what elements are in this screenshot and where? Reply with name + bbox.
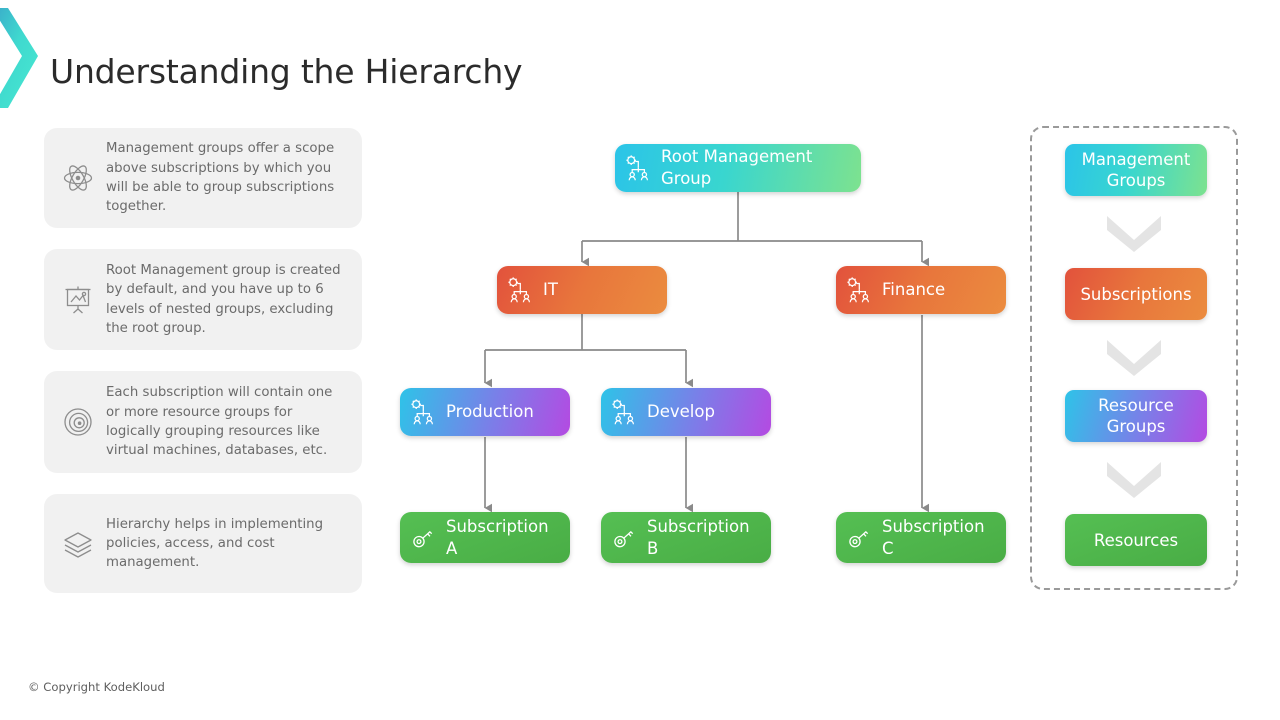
atom-icon — [54, 162, 102, 194]
page-title: Understanding the Hierarchy — [50, 52, 523, 91]
node-production[interactable]: Production — [400, 388, 570, 436]
presentation-board-icon — [54, 284, 102, 316]
info-card-text: Management groups offer a scope above su… — [106, 141, 335, 215]
info-card-text: Root Management group is created by defa… — [106, 262, 341, 336]
info-card: Root Management group is created by defa… — [44, 249, 362, 350]
target-rings-icon — [54, 406, 102, 438]
key-icon — [601, 524, 647, 552]
key-icon — [400, 524, 446, 552]
legend-item-subscriptions[interactable]: Subscriptions — [1065, 268, 1207, 320]
node-label: Subscription A — [446, 516, 549, 558]
chevron-down-icon — [1107, 216, 1161, 252]
legend-item-label: Subscriptions — [1080, 284, 1192, 304]
management-group-icon — [400, 397, 446, 427]
node-label: Subscription B — [647, 516, 750, 558]
legend-item-resource-groups[interactable]: Resource Groups — [1065, 390, 1207, 442]
info-card-text: Each subscription will contain one or mo… — [106, 385, 333, 459]
diagram-connectors — [484, 192, 929, 513]
node-root-management-group[interactable]: Root Management Group — [615, 144, 861, 192]
brand-logo-icon — [0, 8, 38, 108]
management-group-icon — [601, 397, 647, 427]
node-label: IT — [543, 280, 558, 299]
node-subscription-b[interactable]: Subscription B — [601, 512, 771, 563]
legend-item-label: Resource Groups — [1098, 396, 1174, 436]
chevron-down-icon — [1107, 340, 1161, 376]
node-finance[interactable]: Finance — [836, 266, 1006, 314]
info-card: Hierarchy helps in implementing policies… — [44, 494, 362, 593]
chevron-down-icon — [1107, 462, 1161, 498]
info-card-list: Management groups offer a scope above su… — [44, 128, 362, 614]
node-subscription-c[interactable]: Subscription C — [836, 512, 1006, 563]
node-label: Finance — [882, 280, 946, 299]
legend-item-label: Management Groups — [1081, 150, 1191, 190]
node-label: Develop — [647, 402, 715, 421]
legend-item-management-groups[interactable]: Management Groups — [1065, 144, 1207, 196]
legend-item-label: Resources — [1093, 530, 1179, 550]
node-subscription-a[interactable]: Subscription A — [400, 512, 570, 563]
management-group-icon — [836, 275, 882, 305]
info-card: Management groups offer a scope above su… — [44, 128, 362, 228]
node-label: Root Management Group — [661, 147, 813, 188]
copyright-text: © Copyright KodeKloud — [28, 680, 165, 694]
hierarchy-diagram: Root Management Group IT — [400, 144, 1006, 563]
node-develop[interactable]: Develop — [601, 388, 771, 436]
management-group-icon — [497, 275, 543, 305]
layers-icon — [54, 528, 102, 560]
info-card: Each subscription will contain one or mo… — [44, 371, 362, 473]
node-label: Production — [446, 402, 534, 421]
key-icon — [836, 524, 882, 552]
legend-panel: Management Groups Subscriptions Resource… — [1030, 126, 1238, 590]
node-label: Subscription C — [882, 516, 985, 558]
management-group-icon — [615, 153, 661, 183]
info-card-text: Hierarchy helps in implementing policies… — [106, 516, 324, 571]
legend-item-resources[interactable]: Resources — [1065, 514, 1207, 566]
node-it[interactable]: IT — [497, 266, 667, 314]
